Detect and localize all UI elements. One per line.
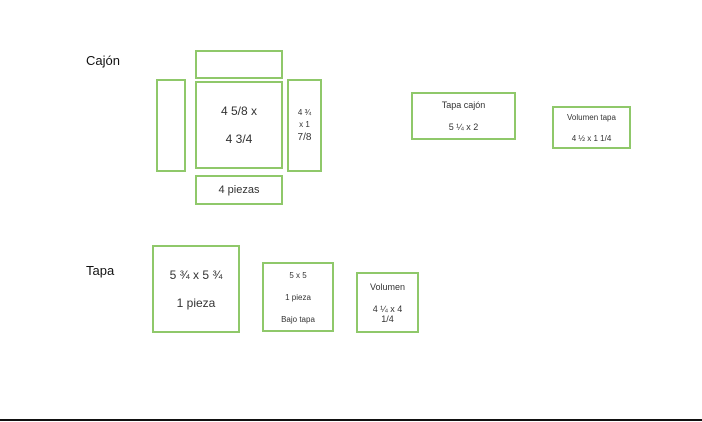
tapa-main-count: 1 pieza	[176, 296, 216, 310]
side-dim-2: x 1	[299, 120, 310, 129]
volumen-dim-2: 1/4	[381, 313, 394, 324]
section-label-cajon: Cajón	[86, 53, 120, 68]
cajon-top-panel	[195, 50, 283, 79]
cajon-left-panel	[156, 79, 186, 172]
cajon-bottom-panel: 4 piezas	[195, 175, 283, 205]
cajon-right-panel: 4 ¾ x 1 7/8	[287, 79, 322, 172]
side-dim-3: 7/8	[297, 132, 312, 143]
volumen-tapa-box: Volumen tapa 4 ½ x 1 1/4	[552, 106, 631, 149]
cajon-center-panel: 4 5/8 x 4 3/4	[195, 81, 283, 169]
bajo-tapa-count: 1 pieza	[285, 292, 311, 302]
tapa-cajon-dim: 5 ¼ x 2	[448, 122, 479, 132]
center-dim-1: 4 5/8 x	[220, 104, 258, 118]
volumen-dim-1: 4 ¼ x 4	[372, 303, 403, 314]
tapa-main-dim: 5 ¾ x 5 ¾	[169, 268, 223, 282]
bajo-tapa-dim: 5 x 5	[289, 270, 307, 280]
volumen-tapa-dim: 4 ½ x 1 1/4	[571, 133, 612, 143]
center-dim-2: 4 3/4	[225, 132, 253, 146]
bajo-tapa-box: 5 x 5 1 pieza Bajo tapa	[262, 262, 334, 332]
side-dim-1: 4 ¾	[297, 108, 312, 117]
tapa-cajon-title: Tapa cajón	[441, 100, 486, 110]
volumen-title: Volumen	[369, 281, 406, 292]
section-label-tapa: Tapa	[86, 263, 115, 278]
volumen-box: Volumen 4 ¼ x 4 1/4	[356, 272, 419, 333]
tapa-cajon-box: Tapa cajón 5 ¼ x 2	[411, 92, 516, 140]
pieces-label: 4 piezas	[218, 184, 260, 196]
volumen-tapa-title: Volumen tapa	[567, 112, 616, 122]
bajo-tapa-title: Bajo tapa	[281, 314, 315, 324]
tapa-main-box: 5 ¾ x 5 ¾ 1 pieza	[152, 245, 240, 333]
bottom-border-line	[0, 419, 702, 421]
